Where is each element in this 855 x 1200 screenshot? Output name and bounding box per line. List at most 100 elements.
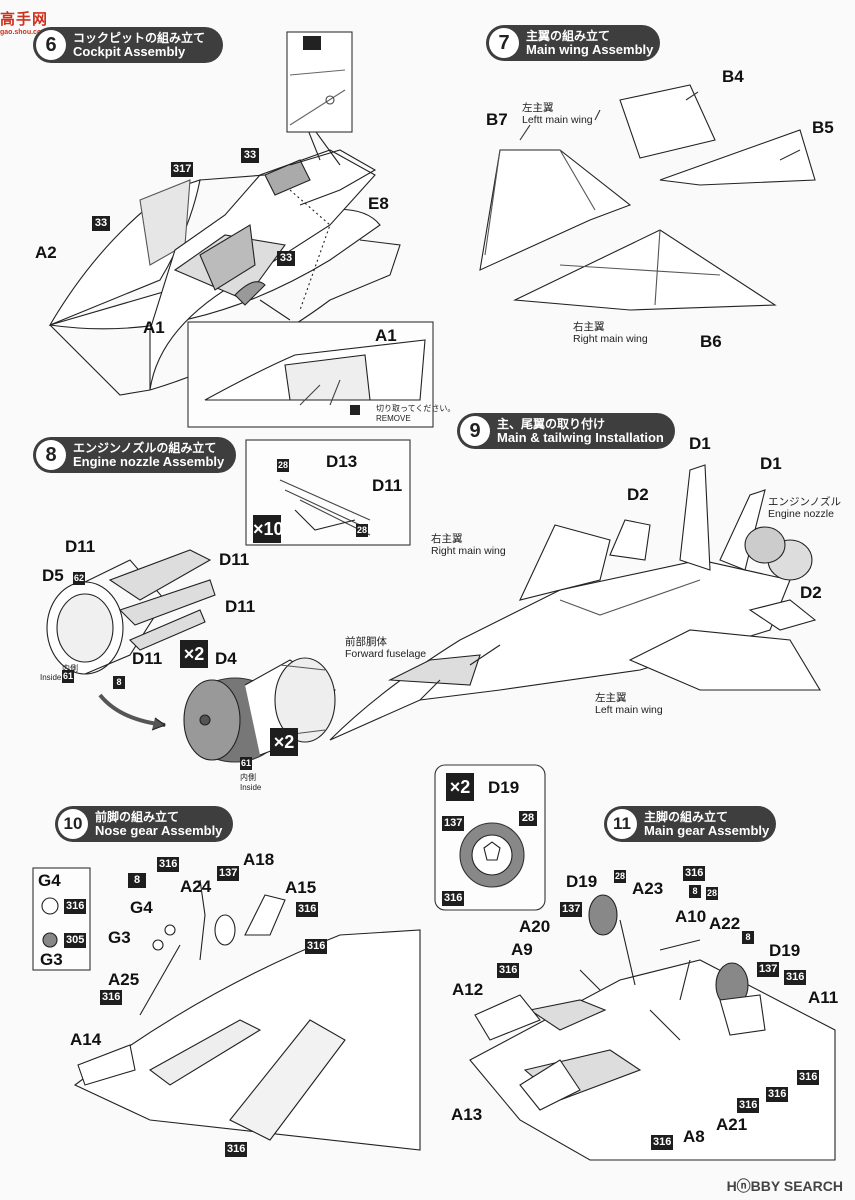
part-b5-label: B5 bbox=[812, 118, 834, 137]
part-d1-b-label: D1 bbox=[760, 454, 782, 473]
step-10-title-en: Nose gear Assembly bbox=[95, 823, 223, 838]
multiplier-x2-a: ×2 bbox=[180, 640, 208, 668]
forward-fuselage-jp: 前部胴体 bbox=[345, 636, 387, 648]
left-wing-jp: 左主翼 bbox=[522, 102, 554, 114]
paint-code-61-a: 61 bbox=[62, 670, 75, 683]
cockpit-inset-a1 bbox=[187, 321, 434, 428]
part-d4-label: D4 bbox=[215, 649, 237, 668]
step-7-title-jp: 主翼の組み立て bbox=[526, 29, 611, 43]
paint-code-8-main-b: 8 bbox=[742, 931, 754, 944]
inside-en-a: Inside bbox=[40, 673, 62, 682]
part-g3-b-label: G3 bbox=[40, 950, 63, 969]
part-d11-a-label: D11 bbox=[65, 537, 96, 556]
right-main-wing-en: Right main wing bbox=[431, 545, 506, 557]
left-wing-en: Leftt main wing bbox=[522, 114, 593, 126]
paint-code-316-main-a: 316 bbox=[683, 866, 706, 881]
part-d19-a-label: D19 bbox=[566, 872, 598, 891]
right-wing-en: Right main wing bbox=[573, 333, 648, 345]
paint-code-28-box-a: 28 bbox=[277, 459, 290, 472]
wheel-box bbox=[434, 764, 546, 911]
hobby-search-watermark: HⓝBBY SEARCH bbox=[726, 1178, 843, 1194]
part-g3-a-label: G3 bbox=[108, 928, 131, 947]
part-d5-label: D5 bbox=[42, 566, 64, 585]
part-a2-label: A2 bbox=[35, 243, 57, 262]
paint-code-316-nose-d: 316 bbox=[100, 990, 123, 1005]
part-d19-wheel-label: D19 bbox=[488, 778, 520, 797]
part-a8-label: A8 bbox=[683, 1127, 705, 1146]
part-d2-a-label: D2 bbox=[627, 485, 649, 504]
part-a25-label: A25 bbox=[108, 970, 140, 989]
step-10-number: 10 bbox=[58, 809, 88, 839]
watermark-top-text: 高手网 bbox=[0, 10, 49, 28]
remove-note-jp: 切り取ってください。 bbox=[376, 404, 456, 413]
cockpit-tail-inset bbox=[286, 31, 353, 133]
part-a15-label: A15 bbox=[285, 878, 317, 897]
cockpit-drawing bbox=[48, 109, 401, 396]
step-11-header: 11 主脚の組み立て Main gear Assembly bbox=[604, 806, 776, 842]
part-a12-label: A12 bbox=[452, 980, 484, 999]
paint-code-316-nose-b: 316 bbox=[296, 902, 319, 917]
step-7-header: 7 主翼の組み立て Main wing Assembly bbox=[486, 25, 660, 61]
step-11-title-en: Main gear Assembly bbox=[644, 823, 770, 838]
part-a22-label: A22 bbox=[709, 914, 741, 933]
part-a13-label: A13 bbox=[451, 1105, 483, 1124]
multiplier-x2-wheel: ×2 bbox=[446, 773, 474, 801]
step-7-number: 7 bbox=[489, 28, 519, 58]
step-10-title-jp: 前脚の組み立て bbox=[95, 810, 180, 824]
paint-code-316-main-f: 316 bbox=[737, 1098, 760, 1113]
watermark-top-sub: gao.shou.com bbox=[0, 29, 48, 36]
paint-code-305-g3: 305 bbox=[64, 933, 87, 948]
left-main-wing-en: Left main wing bbox=[595, 704, 663, 716]
step-6-number: 6 bbox=[36, 30, 66, 60]
nose-gear-drawing bbox=[32, 867, 421, 1151]
engine-nozzle-jp: エンジンノズル bbox=[768, 496, 841, 508]
part-e8-label: E8 bbox=[368, 194, 389, 213]
part-a24-label: A24 bbox=[180, 877, 212, 896]
paint-code-137-main-a: 137 bbox=[560, 902, 583, 917]
step-8-title-jp: エンジンノズルの組み立て bbox=[73, 441, 217, 455]
part-g4-a-label: G4 bbox=[38, 871, 61, 890]
step-9-title-en: Main & tailwing Installation bbox=[497, 430, 664, 445]
site-watermark-top: 高手网 gao.shou.com bbox=[0, 8, 48, 36]
right-main-wing-jp: 右主翼 bbox=[431, 533, 463, 545]
forward-fuselage-en: Forward fuselage bbox=[345, 648, 427, 660]
part-b4-label: B4 bbox=[722, 67, 744, 86]
part-a20-label: A20 bbox=[519, 917, 551, 936]
paint-code-8: 8 bbox=[113, 676, 125, 689]
step-11-number: 11 bbox=[607, 809, 637, 839]
paint-code-8-nose: 8 bbox=[128, 873, 146, 888]
part-a23-label: A23 bbox=[632, 879, 664, 898]
paint-code-316-main-g: 316 bbox=[651, 1135, 674, 1150]
step-7-title-en: Main wing Assembly bbox=[526, 42, 654, 57]
part-a21-label: A21 bbox=[716, 1115, 748, 1134]
inside-jp-a: 内側 bbox=[62, 664, 78, 673]
paint-code-33-b: 33 bbox=[92, 216, 110, 231]
part-d2-b-label: D2 bbox=[800, 583, 822, 602]
part-d11-b-label: D11 bbox=[219, 550, 250, 569]
paint-code-316-wheel: 316 bbox=[442, 891, 465, 906]
paint-code-316-main-c: 316 bbox=[784, 970, 807, 985]
paint-code-33-c: 33 bbox=[277, 251, 295, 266]
part-d1-a-label: D1 bbox=[689, 434, 711, 453]
paint-code-28-box-b: 28 bbox=[356, 524, 369, 537]
step-6-header: 6 コックピットの組み立て Cockpit Assembly bbox=[33, 27, 223, 63]
paint-code-28-main-b: 28 bbox=[706, 887, 719, 900]
main-wing-drawing bbox=[479, 84, 816, 311]
part-a14-label: A14 bbox=[70, 1030, 102, 1049]
inside-jp-b: 内側 bbox=[240, 773, 256, 782]
step-9-header: 9 主、尾翼の取り付け Main & tailwing Installation bbox=[457, 413, 675, 449]
paint-code-8-main-a: 8 bbox=[689, 885, 701, 898]
step-6-title-jp: コックピットの組み立て bbox=[73, 31, 206, 45]
paint-code-316-nose-c: 316 bbox=[305, 939, 328, 954]
step-10-header: 10 前脚の組み立て Nose gear Assembly bbox=[55, 806, 233, 842]
step-8-header: 8 エンジンノズルの組み立て Engine nozzle Assembly bbox=[33, 437, 236, 473]
multiplier-x2-b: ×2 bbox=[270, 728, 298, 756]
paint-code-316-main-d: 316 bbox=[797, 1070, 820, 1085]
paint-code-61-b: 61 bbox=[240, 757, 253, 770]
part-a1-label: A1 bbox=[143, 318, 165, 337]
paint-code-317: 317 bbox=[171, 162, 194, 177]
multiplier-x10: ×10 bbox=[253, 515, 284, 543]
paint-code-316-nose-a: 316 bbox=[157, 857, 180, 872]
paint-code-316-g4: 316 bbox=[64, 899, 87, 914]
